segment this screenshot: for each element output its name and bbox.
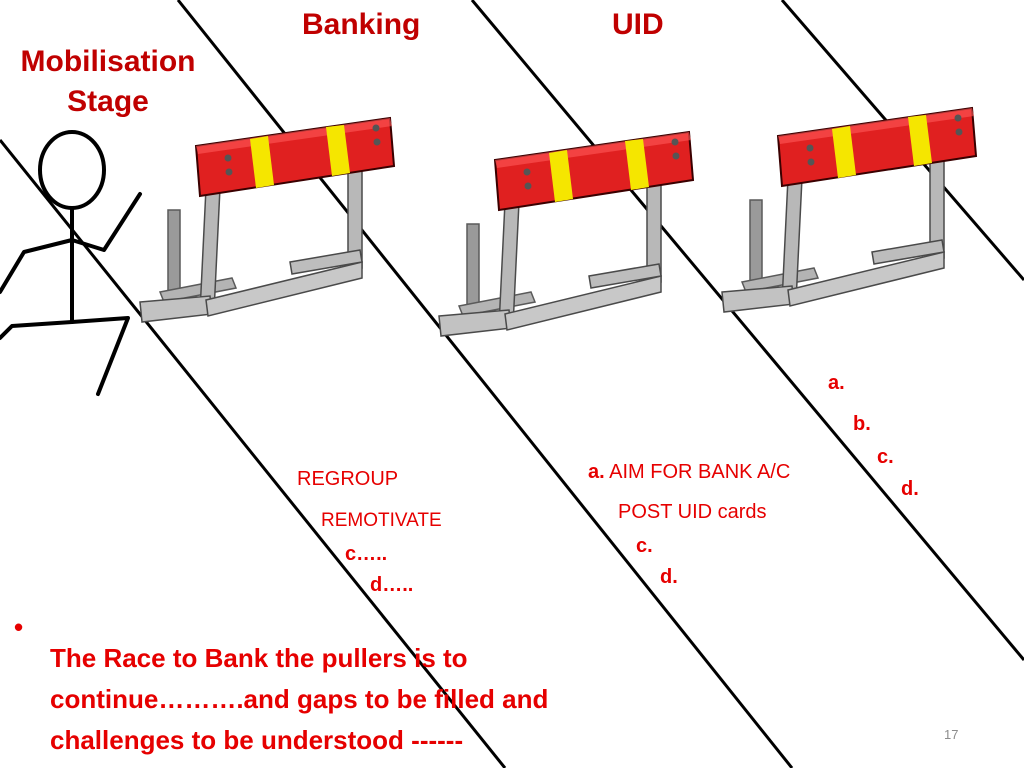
bullet-marker: •: [14, 612, 24, 642]
right-item-a: a.: [828, 372, 845, 394]
stick-figure-runner-icon: [0, 130, 142, 396]
hurdle-icon: [438, 131, 694, 337]
uid-item-b: POST UID cards: [618, 501, 767, 523]
right-item-d: d.: [901, 478, 919, 500]
heading-uid: UID: [612, 8, 664, 41]
page-number: 17: [944, 727, 959, 742]
diagonal-line-3: [470, 0, 1024, 661]
bullet-text: The Race to Bank the pullers is to conti…: [50, 643, 549, 755]
banking-item-d: d…..: [370, 574, 414, 596]
banking-item-b: REMOTIVATE: [321, 510, 442, 531]
uid-item-c: c.: [636, 535, 653, 557]
uid-item-a-prefix: a.: [588, 461, 605, 483]
banking-item-a: REGROUP: [297, 468, 399, 490]
banking-item-c: c…..: [345, 543, 388, 565]
stage-line-1: Mobilisation: [20, 45, 196, 78]
uid-item-d: d.: [660, 566, 678, 588]
hurdle-icon: [139, 117, 395, 323]
diagonal-line-2: [176, 0, 794, 768]
uid-item-a-text: AIM FOR BANK A/C: [609, 461, 791, 483]
uid-item-a: a. AIM FOR BANK A/C: [588, 461, 790, 484]
heading-banking: Banking: [302, 8, 421, 41]
right-item-b: b.: [853, 413, 871, 435]
heading-mobilisation-stage: Mobilisation Stage: [4, 42, 212, 122]
stage-line-2: Stage: [67, 85, 149, 118]
right-item-c: c.: [877, 446, 894, 468]
hurdle-icon: [721, 107, 977, 313]
